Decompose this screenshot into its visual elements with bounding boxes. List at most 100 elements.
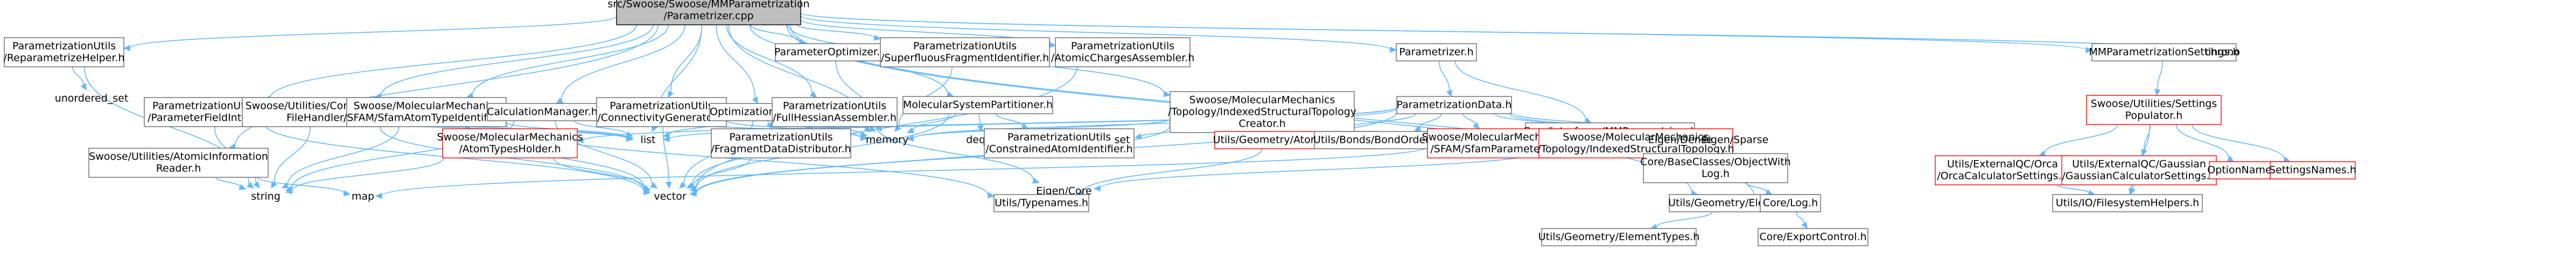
node-mmsettings[interactable]: MMParametrizationSettings.h bbox=[2089, 43, 2239, 61]
node-calcmanager[interactable]: CalculationManager.h bbox=[487, 103, 598, 121]
node-box bbox=[993, 194, 1089, 212]
node-eigensparse: Eigen/Sparse bbox=[1702, 134, 1769, 146]
edge-elementinfo-to-elementtypes bbox=[1650, 211, 1713, 230]
node-paramopt[interactable]: ParameterOptimizer.h bbox=[774, 43, 886, 61]
node-fullmass[interactable]: ParametrizationUtils/FullHessianAssemble… bbox=[772, 97, 898, 127]
node-filesystemhelpers[interactable]: Utils/IO/FilesystemHelpers.h bbox=[2052, 194, 2203, 212]
node-label: Eigen/Core bbox=[1036, 185, 1091, 197]
node-label: Swoose/MolecularMechanics bbox=[437, 132, 583, 143]
node-label: Core/BaseClasses/ObjectWith bbox=[1640, 156, 1791, 168]
node-layer: src/Swoose/Swoose/MMParametrization/Para… bbox=[3, 0, 2356, 246]
edge-root-to-optsetup bbox=[716, 24, 758, 105]
node-label: ParametrizationUtils bbox=[1071, 40, 1174, 52]
node-box bbox=[1541, 228, 1697, 246]
node-topocreator[interactable]: Swoose/MolecularMechanics/Topology/Index… bbox=[1168, 91, 1356, 133]
edge-reparam-to-unordered_set bbox=[72, 66, 87, 91]
node-typenames[interactable]: Utils/Typenames.h bbox=[993, 194, 1089, 212]
node-eigencore: Eigen/Core bbox=[1036, 185, 1091, 197]
node-box bbox=[772, 97, 898, 127]
node-label: Utils/Geometry/ElementTypes.h bbox=[1538, 231, 1700, 243]
edge-gaussiancalc-to-filesystemhelpers bbox=[2130, 184, 2136, 196]
edge-connhandler-to-string bbox=[271, 126, 311, 189]
node-reparam[interactable]: ParametrizationUtils/ReparametrizeHelper… bbox=[3, 37, 125, 67]
node-parametrizer[interactable]: Parametrizer.h bbox=[1396, 43, 1477, 61]
node-box bbox=[1935, 155, 2070, 185]
node-label: src/Swoose/Swoose/MMParametrization bbox=[607, 0, 809, 10]
node-label: vector bbox=[654, 191, 686, 203]
node-label: ParametrizationUtils bbox=[729, 132, 832, 143]
node-conngen[interactable]: ParametrizationUtils/ConnectivityGenerat… bbox=[596, 97, 727, 127]
node-label: /SFAM/SfamAtomTypeIdentifier.h bbox=[344, 112, 509, 124]
node-label: /AtomTypesHolder.h bbox=[459, 143, 561, 155]
node-label: CalculationManager.h bbox=[487, 106, 598, 118]
node-label: ParametrizationUtils bbox=[1007, 132, 1111, 143]
node-label: Swoose/MolecularMechanics bbox=[354, 100, 500, 112]
node-label: Utils/ExternalQC/Gaussian bbox=[2072, 158, 2206, 170]
node-label: /ParameterFieldInter.h bbox=[148, 112, 261, 124]
node-box bbox=[1055, 37, 1191, 67]
node-orcacalc[interactable]: Utils/ExternalQC/Orca/OrcaCalculatorSett… bbox=[1935, 155, 2070, 185]
edge-conngen-to-vector bbox=[662, 126, 672, 189]
node-superfluous[interactable]: ParametrizationUtils/SuperfluousFragment… bbox=[880, 37, 1050, 67]
edge-root-to-calcmanager bbox=[556, 24, 685, 104]
node-label: Swoose/MolecularMechanics bbox=[1422, 132, 1568, 143]
node-box bbox=[346, 97, 507, 127]
node-box bbox=[442, 128, 578, 158]
node-atomicinfo[interactable]: Swoose/Utilities/AtomicInformationReader… bbox=[88, 148, 269, 178]
node-atomcharges[interactable]: ParametrizationUtils/AtomicChargesAssemb… bbox=[1051, 37, 1195, 67]
node-gaussiancalc[interactable]: Utils/ExternalQC/Gaussian/GaussianCalcul… bbox=[2061, 155, 2217, 185]
edge-corelog-to-exportcontrol bbox=[1795, 211, 1808, 230]
node-paramdata[interactable]: ParametrizationData.h bbox=[1396, 96, 1512, 114]
edge-fragdist-to-vector bbox=[687, 157, 752, 189]
node-label: FileHandler.h bbox=[286, 112, 353, 124]
node-label: /Parametrizer.cpp bbox=[663, 10, 753, 22]
edge-paramdata-to-bondorder bbox=[1413, 113, 1442, 132]
node-exportcontrol[interactable]: Core/ExportControl.h bbox=[1758, 228, 1868, 246]
node-sfamtypeid[interactable]: Swoose/MolecularMechanics/SFAM/SfamAtomT… bbox=[344, 97, 509, 127]
node-indexedtopo[interactable]: Swoose/MolecularMechanics/Topology/Index… bbox=[1537, 128, 1734, 158]
node-box bbox=[1170, 91, 1355, 133]
node-elementtypes[interactable]: Utils/Geometry/ElementTypes.h bbox=[1538, 228, 1700, 246]
node-set: set bbox=[1114, 134, 1130, 146]
edge-fullmass-to-eigencore bbox=[876, 126, 1040, 184]
node-label: list bbox=[641, 134, 656, 146]
node-molsyspart[interactable]: MolecularSystemPartitioner.h bbox=[902, 96, 1053, 114]
node-box bbox=[711, 128, 851, 158]
node-label: Utils/IO/FilesystemHelpers.h bbox=[2056, 197, 2199, 209]
node-label: chrono bbox=[2205, 46, 2240, 58]
node-box bbox=[2061, 155, 2217, 185]
edge-indexedtopo-to-eigencore bbox=[1093, 151, 1539, 192]
node-box bbox=[616, 0, 801, 25]
node-settingsnames[interactable]: SettingsNames.h bbox=[2269, 161, 2356, 179]
node-label: /AtomicChargesAssembler.h bbox=[1051, 52, 1195, 64]
node-fragdist[interactable]: ParametrizationUtils/FragmentDataDistrib… bbox=[711, 128, 851, 158]
edge-atomtypesholder-to-string bbox=[285, 157, 444, 195]
edge-sfamparams-to-map bbox=[375, 146, 1428, 199]
node-label: ParametrizationUtils bbox=[12, 40, 116, 52]
node-box bbox=[2091, 43, 2237, 61]
edge-topocreator-to-set bbox=[1134, 130, 1171, 140]
node-label: /ConnectivityGenerator.h bbox=[597, 112, 725, 124]
edge-sfamtypeid-to-string bbox=[281, 126, 400, 189]
edge-root-to-conngen bbox=[668, 24, 703, 99]
node-label: Eigen/Dense bbox=[1648, 134, 1712, 146]
node-memory: memory bbox=[866, 134, 908, 146]
node-label: set bbox=[1114, 134, 1130, 146]
edge-settingspop-to-optionnames bbox=[2175, 124, 2235, 162]
node-constrainedatom[interactable]: ParametrizationUtils/ConstrainedAtomIden… bbox=[984, 128, 1135, 158]
edge-atomicinfo-to-string bbox=[215, 177, 247, 190]
edge-optsetup-to-fragdist bbox=[766, 120, 773, 130]
node-atomtypesholder[interactable]: Swoose/MolecularMechanics/AtomTypesHolde… bbox=[437, 128, 583, 158]
node-box bbox=[88, 148, 269, 178]
edge-molsyspart-to-constrainedatom bbox=[996, 113, 1029, 129]
node-label: Log.h bbox=[1702, 168, 1730, 180]
node-corelog[interactable]: Core/Log.h bbox=[1760, 194, 1821, 212]
edge-parametrizer-to-paramdata bbox=[1439, 60, 1452, 98]
edge-mmsettings-to-settingspop bbox=[2154, 60, 2163, 96]
node-label: Swoose/MolecularMechanics bbox=[1563, 132, 1709, 143]
node-box bbox=[487, 103, 598, 121]
edge-root-to-paramopt bbox=[750, 24, 806, 45]
edge-root-to-parametrizer bbox=[800, 15, 1397, 53]
